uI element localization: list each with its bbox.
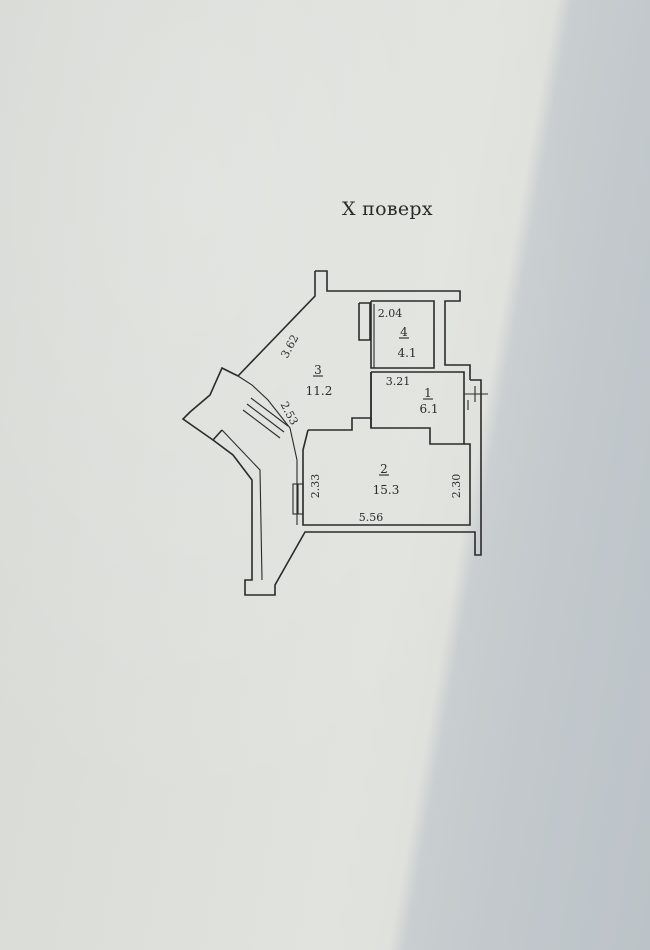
dim-room4-width: 2.04 [378, 307, 403, 320]
room-4-area: 4.1 [397, 346, 416, 360]
room-2-number: 2 [380, 462, 388, 476]
room-4-number: 4 [400, 325, 408, 339]
outer-walls [181, 270, 482, 596]
dim-room2-left: 2.33 [309, 474, 322, 499]
dimension-labels: 2.04 3.21 3.62 2.53 2.33 2.30 5.56 [278, 307, 463, 524]
dim-room1-width: 3.21 [386, 375, 411, 388]
dim-room2-right: 2.30 [450, 474, 463, 499]
room-3-number: 3 [314, 363, 322, 377]
floor-title: X поверх [342, 198, 433, 220]
room-3-area: 11.2 [306, 384, 333, 398]
dim-balcony-diagonal: 2.53 [278, 399, 301, 427]
partition-walls [242, 300, 488, 526]
dim-room3-diagonal: 3.62 [278, 332, 301, 360]
room-1-number: 1 [424, 386, 432, 400]
room-labels: 4 4.1 3 11.2 1 6.1 2 15.3 [306, 325, 439, 497]
room-1-area: 6.1 [419, 402, 438, 416]
dim-room2-bottom: 5.56 [359, 511, 384, 524]
room-2-area: 15.3 [373, 483, 400, 497]
